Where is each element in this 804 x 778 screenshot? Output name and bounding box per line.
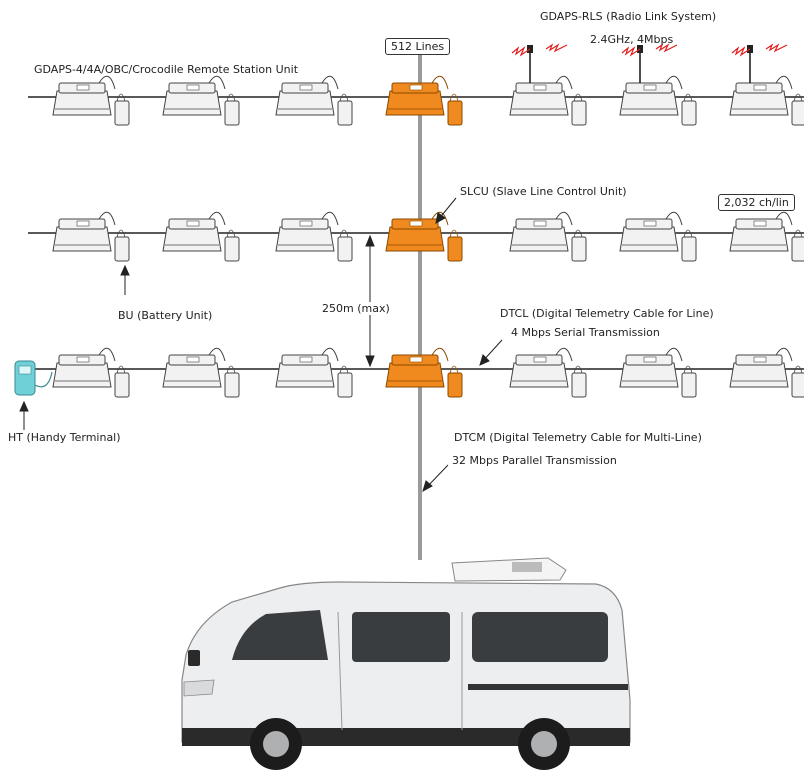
battery-unit-icon [115,94,129,125]
dtcm-pointer [423,465,448,491]
rls-title-label: GDAPS-RLS (Radio Link System) [540,10,716,23]
radio-antenna-icon [732,45,787,83]
remote-station-unit-icon [620,348,696,397]
remote-station-unit-icon [163,212,239,261]
bu-label: BU (Battery Unit) [118,309,212,322]
remote-station-unit-icon [620,45,696,125]
remote-station-unit-icon [53,212,129,261]
ht-label: HT (Handy Terminal) [8,431,121,444]
ht-pointer [20,402,28,430]
battery-unit-icon [225,230,239,261]
rls-spec-label: 2.4GHz, 4Mbps [590,33,673,46]
spacing-label: 250m (max) [322,302,390,315]
remote-station-unit-icon [510,45,586,125]
remote-station-unit-icon [620,212,696,261]
slcu-icon [386,348,462,397]
battery-unit-icon [338,230,352,261]
slcu-icon [386,76,462,125]
remote-station-unit-icon [730,212,804,261]
battery-unit-icon [225,94,239,125]
lines-badge: 512 Lines [385,38,450,55]
dtcm-mast [418,40,422,560]
battery-unit-icon [682,230,696,261]
battery-unit-icon [338,366,352,397]
remote-station-unit-icon [276,76,352,125]
battery-unit-icon [572,366,586,397]
remote-station-unit-icon [276,212,352,261]
dtcm-label: DTCM (Digital Telemetry Cable for Multi-… [454,431,702,444]
battery-unit-icon [448,94,462,125]
battery-unit-icon [682,366,696,397]
remote-station-unit-icon [510,348,586,397]
battery-unit-icon [338,94,352,125]
station-units [53,45,804,397]
remote-station-unit-icon [276,348,352,397]
remote-station-unit-icon [163,348,239,397]
battery-unit-icon [448,230,462,261]
channels-badge: 2,032 ch/lin [718,194,795,211]
bu-pointer [121,266,129,295]
handy-terminal-icon [15,361,52,395]
remote-station-unit-icon [730,348,804,397]
remote-station-unit-icon [730,45,804,125]
dtcl-spec-label: 4 Mbps Serial Transmission [511,326,660,339]
battery-unit-icon [572,230,586,261]
dtcl-pointer [480,340,502,365]
battery-unit-icon [792,230,804,261]
battery-unit-icon [682,94,696,125]
radio-antenna-icon [622,45,677,83]
battery-unit-icon [792,94,804,125]
battery-unit-icon [115,230,129,261]
battery-unit-icon [792,366,804,397]
remote-station-unit-icon [163,76,239,125]
dtcl-label: DTCL (Digital Telemetry Cable for Line) [500,307,714,320]
dtcm-spec-label: 32 Mbps Parallel Transmission [452,454,617,467]
remote-station-unit-icon [53,348,129,397]
remote-station-unit-icon [53,76,129,125]
radio-antenna-icon [512,45,567,83]
spacing-dimension [366,236,374,366]
battery-unit-icon [115,366,129,397]
battery-unit-icon [448,366,462,397]
remote-station-unit-icon [510,212,586,261]
recording-van-icon [182,558,630,770]
slcu-label: SLCU (Slave Line Control Unit) [460,185,627,198]
battery-unit-icon [572,94,586,125]
remote-unit-label: GDAPS-4/4A/OBC/Crocodile Remote Station … [34,63,298,76]
slcu-icon [386,212,462,261]
battery-unit-icon [225,366,239,397]
